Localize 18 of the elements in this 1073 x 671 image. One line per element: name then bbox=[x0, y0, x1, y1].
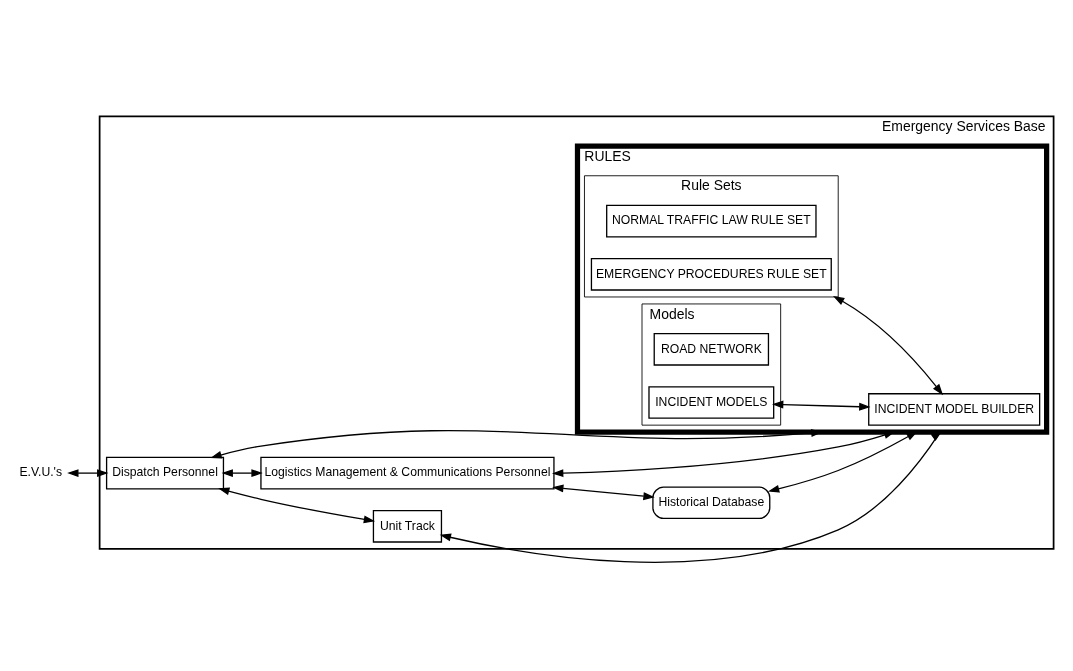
node-box: INCIDENT MODEL BUILDER bbox=[868, 392, 1041, 426]
node-box: Logistics Management & Communications Personnel bbox=[260, 456, 555, 489]
arrow bbox=[767, 430, 918, 493]
node-text: E.V.U.'s bbox=[19, 464, 63, 479]
node-box: Dispatch Personnel bbox=[105, 456, 225, 489]
node-box: INCIDENT MODELS bbox=[648, 385, 775, 419]
node-box: NORMAL TRAFFIC LAW RULE SET bbox=[606, 204, 817, 237]
arrow bbox=[833, 295, 944, 395]
arrow bbox=[439, 430, 943, 563]
arrow bbox=[67, 468, 109, 477]
arrow bbox=[218, 486, 376, 523]
node-box: EMERGENCY PROCEDURES RULE SET bbox=[590, 257, 832, 291]
arrow bbox=[221, 468, 263, 477]
node-box: Unit Track bbox=[372, 509, 443, 543]
arrow bbox=[552, 483, 655, 500]
node-box: Historical Database bbox=[652, 485, 771, 519]
node-box: ROAD NETWORK bbox=[653, 332, 770, 366]
arrow bbox=[772, 400, 871, 411]
